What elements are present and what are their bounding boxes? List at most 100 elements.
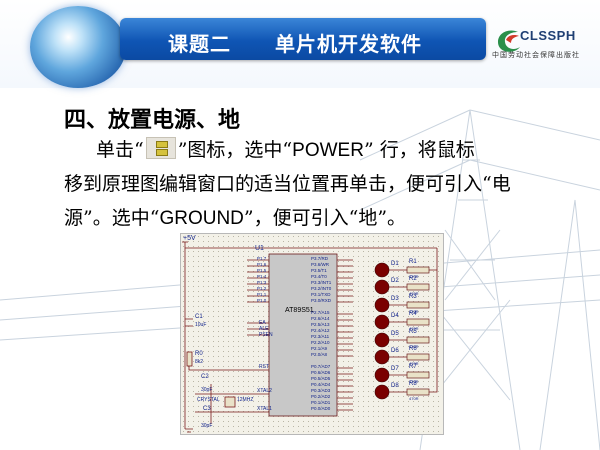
pin-label: P2.1/A9 (311, 346, 328, 351)
globe-icon (30, 6, 126, 88)
resistor-value: 470R (409, 361, 419, 366)
resistor-label: R3 (409, 294, 417, 300)
instruction-line-1: 单击“ ”图标，选中“POWER” 行，将鼠标 (96, 135, 475, 162)
p1-pin-list: P1.7 P1.6 P1.5 P1.4 P1.3 P1.2 P1.1 P1.0 (257, 256, 266, 304)
pin-label: P2.5/A13 (311, 322, 330, 327)
pin-label: P1.2 (257, 286, 267, 291)
resistor-label: R7 (409, 364, 417, 370)
resistor-value: 470R (409, 291, 419, 296)
led-label: D8 (391, 383, 399, 389)
ground-keyword: GROUND (159, 208, 244, 229)
resistor-array (406, 266, 430, 396)
component-ref: R0 (195, 351, 203, 357)
schematic-wiring (182, 241, 438, 433)
pin-label: P1.4 (257, 274, 267, 279)
pin-label: P3.3/INT1 (311, 280, 332, 285)
component-ref: C3 (203, 406, 211, 412)
chip-name-label: AT89S51 (285, 307, 314, 314)
text-fragment: ”图标，选中“ (177, 139, 293, 161)
pin-label: P3.2/INT0 (311, 286, 332, 291)
pin-label: P1.5 (257, 268, 267, 273)
component-value: 8k2 (195, 359, 204, 365)
pin-label: P1.3 (257, 280, 267, 285)
pin-label: P1.7 (257, 256, 267, 261)
component-value: 10uF (195, 322, 207, 328)
instruction-line-2: 移到原理图编辑窗口的适当位置再单击，便可引入“电 (64, 173, 511, 195)
pin-label: XTAL1 (257, 406, 272, 412)
pin-label: P2.3/A11 (311, 334, 330, 339)
pin-label: ALE (259, 326, 269, 332)
section-heading: 四、放置电源、地 (64, 107, 241, 133)
power-keyword: POWER (292, 140, 364, 161)
instruction-line-3: 源”。选中“GROUND”，便可引入“地”。 (64, 203, 406, 230)
led-label: D3 (391, 296, 399, 302)
lesson-number: 课题二 (168, 32, 231, 56)
led-label: D1 (391, 261, 399, 267)
schematic-diagram: +5V U1 AT89S51 P1.7 P1.6 P1.5 P1.4 P1.3 … (180, 233, 444, 435)
p2-pin-list: P2.7/A15 P2.6/A14 P2.5/A13 P2.4/A12 P2.3… (311, 310, 330, 358)
resistor-label: R5 (409, 329, 417, 335)
led-label: D2 (391, 278, 399, 284)
p3-pin-list: P3.7/RD P3.6/WR P3.5/T1 P3.4/T0 P3.3/INT… (311, 256, 331, 304)
pin-label: P3.0/RXD (311, 298, 332, 303)
text-fragment: 源”。选中“ (64, 207, 160, 229)
power-terminal-icon (145, 137, 176, 159)
resistor-label: R2 (409, 276, 417, 282)
chip-ref-label: U1 (255, 245, 264, 252)
resistor-value: 470R (409, 309, 419, 314)
p0-pin-list: P0.7/AD7 P0.6/AD6 P0.5/AD5 P0.4/AD4 P0.3… (311, 364, 330, 412)
text-fragment: 单击“ (96, 139, 144, 161)
mcu-chip (268, 253, 338, 417)
led-label: D6 (391, 348, 399, 354)
led-array (374, 262, 390, 400)
led-label: D4 (391, 313, 399, 319)
resistor-label: R6 (409, 346, 417, 352)
pin-label: P0.3/AD3 (311, 388, 331, 393)
component-ref: C2 (201, 374, 209, 380)
pin-label: P0.6/AD6 (311, 370, 331, 375)
resistor-label: R1 (409, 259, 417, 265)
component-value: 30pF (201, 387, 213, 393)
pin-label: P0.5/AD5 (311, 376, 331, 381)
lesson-subject: 单片机开发软件 (275, 32, 422, 56)
resistor-value: 470R (409, 326, 419, 331)
resistor-value: 470R (409, 344, 419, 349)
pin-label: P3.1/TXD (311, 292, 331, 297)
pin-label: P3.7/RD (311, 256, 329, 261)
pin-label: RST (259, 364, 269, 370)
pin-label: P0.0/AD0 (311, 406, 331, 411)
pin-label: PSEN (259, 332, 273, 338)
pin-label: P3.4/T0 (311, 274, 327, 279)
led-label: D7 (391, 366, 399, 372)
pin-label: P2.7/A15 (311, 310, 330, 315)
component-value: 12MHZ (237, 397, 254, 403)
pin-label: P3.5/T1 (311, 268, 327, 273)
resistor-value: 470R (409, 379, 419, 384)
pin-label: XTAL2 (257, 388, 272, 394)
resistor-value: 470R (409, 396, 419, 401)
component-ref: C1 (195, 314, 203, 320)
vcc-label: +5V (183, 235, 196, 242)
pin-label: P2.2/A10 (311, 340, 330, 345)
resistor-label: R8 (409, 381, 417, 387)
component-value: 30pF (201, 423, 213, 429)
text-fragment: ” 行，将鼠标 (363, 139, 475, 161)
resistor-value: 470R (409, 274, 419, 279)
pin-label: P1.1 (257, 292, 267, 297)
pin-label: P3.6/WR (311, 262, 330, 267)
component-ref: CRYSTAL (197, 397, 220, 403)
title-bar: 课题二 单片机开发软件 (120, 18, 486, 60)
pin-label: P2.4/A12 (311, 328, 330, 333)
pin-label: EA (259, 320, 266, 326)
publisher-logo-icon (498, 30, 520, 52)
pin-label: P0.4/AD4 (311, 382, 331, 387)
publisher-subtitle: 中国劳动社会保障出版社 (492, 51, 580, 59)
pin-label: P2.0/A8 (311, 352, 328, 357)
resistor-label: R4 (409, 311, 417, 317)
pin-label: P0.1/AD1 (311, 400, 331, 405)
pin-label: P1.0 (257, 298, 267, 303)
pin-label: P0.2/AD2 (311, 394, 331, 399)
publisher-name: CLSSPH (520, 28, 576, 43)
led-label: D5 (391, 331, 399, 337)
text-fragment: ”，便可引入“地”。 (243, 207, 407, 229)
